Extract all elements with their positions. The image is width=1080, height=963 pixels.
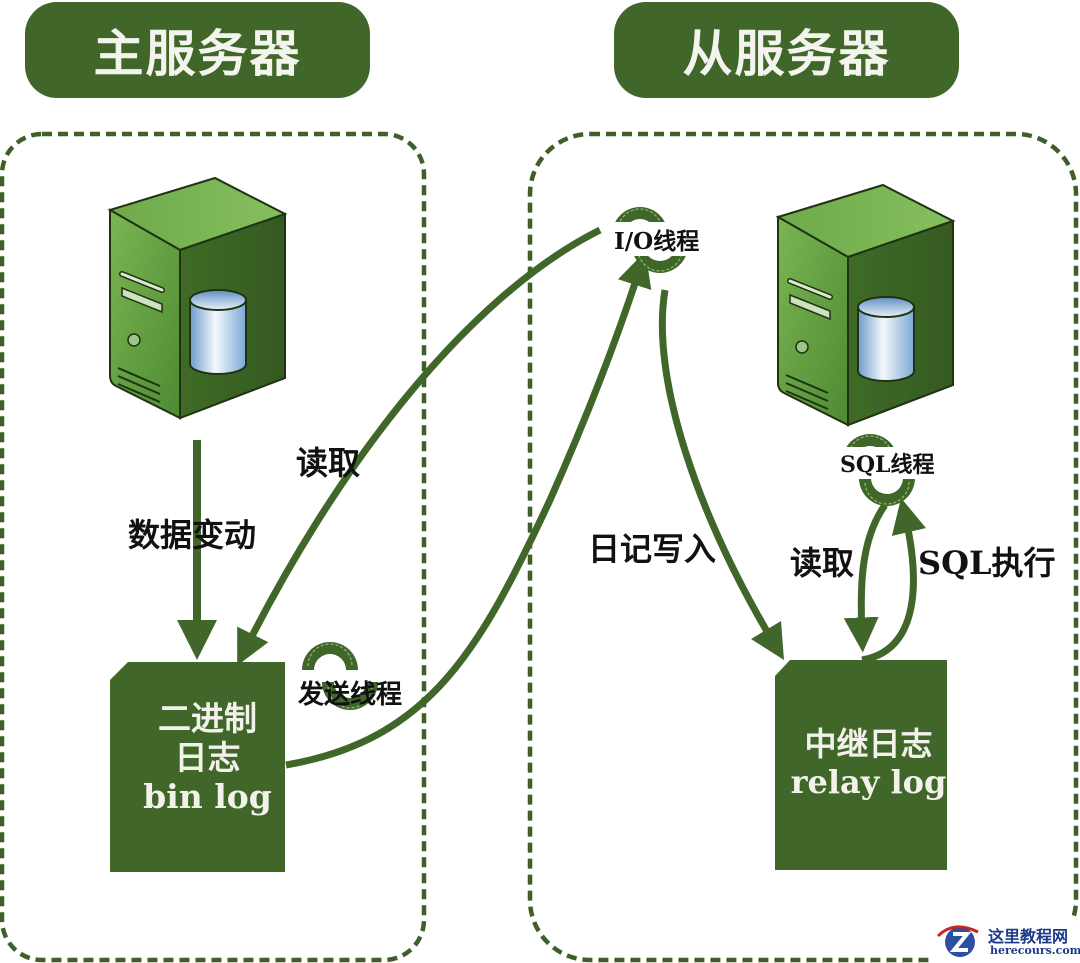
send-thread-label: 发送线程 [298, 680, 403, 710]
log-write-arrow [658, 289, 785, 661]
master-container [0, 131, 427, 963]
binlog-line2: 日志 [174, 737, 241, 777]
relaylog-text: 中继日志 relay log [790, 725, 947, 802]
binlog-line1: 二进制 [158, 699, 257, 738]
sql-exec-label: SQL执行 [918, 544, 1056, 582]
sql-exec-arrow [861, 497, 926, 664]
relaylog-line2: relay log [790, 762, 947, 801]
read-arrow [237, 226, 602, 666]
slave-server-icon [778, 185, 953, 425]
binlog-line3: bin log [143, 776, 272, 816]
master-server-icon [110, 178, 285, 418]
master-server-title: 主服务器 [25, 2, 370, 98]
watermark: 这里教程网 herecours.com [934, 920, 1080, 963]
send-arrow [285, 251, 652, 769]
read-label: 读取 [296, 444, 361, 482]
log-write-label: 日记写入 [588, 530, 717, 568]
slave-server-title: 从服务器 [614, 2, 959, 98]
binlog-box [110, 662, 285, 872]
sql-read-label: 读取 [790, 544, 855, 582]
data-change-label: 数据变动 [128, 516, 257, 554]
sql-read-arrow [843, 502, 888, 653]
sql-thread-label: SQL线程 [838, 447, 937, 479]
relaylog-line1: 中继日志 [804, 725, 933, 763]
binlog-text: 二进制 日志 bin log [140, 699, 275, 817]
watermark-url: herecours.com [990, 944, 1080, 957]
watermark-name: 这里教程网 [988, 927, 1069, 946]
relaylog-box [775, 660, 947, 870]
z-logo-icon [936, 925, 979, 957]
io-thread-label: I/O线程 [612, 222, 702, 256]
